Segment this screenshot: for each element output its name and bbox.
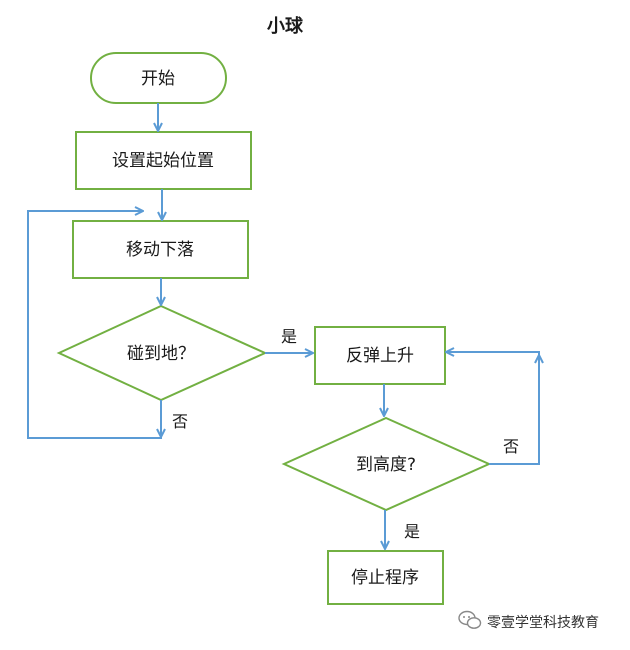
edge-label-height-yes: 是 (404, 522, 420, 541)
node-set-position: 设置起始位置 (75, 131, 252, 190)
node-reach-height-label: 到高度? (356, 455, 416, 475)
node-start: 开始 (90, 52, 227, 104)
wechat-icon (458, 610, 482, 629)
node-hit-ground-label: 碰到地？ (127, 344, 195, 364)
watermark: 零壹学堂科技教育 (458, 610, 599, 631)
node-bounce-up: 反弹上升 (314, 326, 446, 385)
edge-label-hit-yes: 是 (281, 327, 297, 346)
node-move-down: 移动下落 (72, 220, 249, 279)
edge-label-hit-no: 否 (172, 412, 188, 431)
node-stop: 停止程序 (327, 550, 444, 605)
node-move-down-label: 移动下落 (126, 240, 194, 260)
edge-height-no-loop (447, 352, 540, 465)
watermark-text: 零壹学堂科技教育 (487, 615, 599, 631)
diagram-title: 小球 (267, 16, 304, 37)
node-start-label: 开始 (141, 69, 175, 89)
edge-label-height-no: 否 (503, 437, 519, 456)
node-stop-label: 停止程序 (351, 568, 419, 588)
node-reach-height: 到高度? (281, 416, 492, 512)
node-set-position-label: 设置起始位置 (112, 151, 214, 171)
node-hit-ground: 碰到地？ (56, 304, 268, 402)
node-bounce-up-label: 反弹上升 (346, 346, 414, 366)
